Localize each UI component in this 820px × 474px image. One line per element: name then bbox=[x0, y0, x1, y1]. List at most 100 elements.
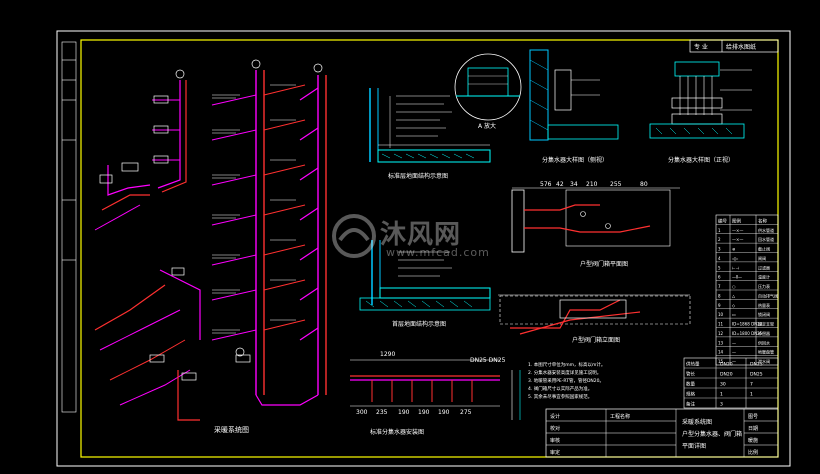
equip-cell-0-0: 供热量 bbox=[686, 361, 700, 368]
manifold-total-dim: 1290 bbox=[380, 351, 395, 358]
riser-node-markers bbox=[175, 59, 323, 357]
header-box-left: 专 业 bbox=[694, 43, 708, 51]
manifold-pipe-dim: DN25 DN25 bbox=[470, 357, 506, 364]
legend-header-0: 编号 bbox=[718, 217, 727, 224]
equip-cell-1-1: DN20 bbox=[720, 372, 733, 378]
equip-cell-0-2: DN25 bbox=[750, 362, 763, 368]
radiator-detail-label: A 放大 bbox=[478, 122, 496, 130]
legend-cell-0-2: 供水管道 bbox=[758, 227, 774, 233]
mf-dim-3: 190 bbox=[418, 409, 430, 416]
mf-dim-4: 190 bbox=[438, 409, 450, 416]
legend-cell-10-1: ID=1868 DN20 bbox=[732, 322, 763, 327]
tb-sheet-name: 户型分集水器、阀门箱 bbox=[682, 430, 742, 438]
manifold-front-title: 分集水器大样图（正视） bbox=[668, 156, 734, 164]
legend-cell-1-0: 2 bbox=[718, 237, 721, 242]
legend-cell-3-0: 4 bbox=[718, 256, 721, 261]
tb-cell-6: 暖施 bbox=[748, 437, 758, 444]
tb-project-name: 采暖系统图 bbox=[682, 418, 712, 426]
legend-header-2: 名称 bbox=[758, 217, 767, 224]
legend-cell-13-1: — bbox=[732, 350, 736, 355]
legend-cell-12-0: 13 bbox=[718, 340, 724, 345]
legend-cell-13-0: 14 bbox=[718, 350, 724, 355]
manifold-install-plan: 1290 DN25 DN25 300 235 190 190 190 275 bbox=[350, 351, 521, 420]
equip-cell-0-1: DN20 bbox=[720, 362, 733, 368]
system-diagram-title: 采暖系统图 bbox=[214, 425, 249, 434]
legend-cell-8-1: ◇ bbox=[732, 303, 736, 308]
header-box: 专 业 给排水图纸 bbox=[689, 39, 779, 53]
legend-cell-14-0: 15 bbox=[718, 359, 724, 364]
legend-cell-11-2: 补偿器 bbox=[758, 330, 770, 336]
legend-header-1: 图例 bbox=[732, 217, 741, 224]
legend-cell-12-1: — bbox=[732, 340, 736, 345]
floor-ground-title: 首层地面结构示意图 bbox=[392, 320, 446, 328]
mf-dim-5: 275 bbox=[460, 409, 472, 416]
tb-sheet-name-2: 平面详图 bbox=[682, 442, 706, 450]
legend-cell-7-1: △ bbox=[732, 293, 736, 298]
equip-cell-2-1: 30 bbox=[720, 382, 726, 388]
tb-cell-7: 比例 bbox=[748, 449, 758, 456]
note-4: 5. 其余未尽事宜参照国家规范。 bbox=[528, 393, 592, 400]
door-dim-5: 80 bbox=[640, 181, 648, 188]
door-dim-4: 255 bbox=[610, 181, 622, 188]
door-plan: 576 42 34 210 255 80 bbox=[511, 181, 680, 253]
equip-cell-4-0: 备注 bbox=[686, 401, 695, 408]
legend-cell-4-0: 5 bbox=[718, 265, 721, 270]
tb-project-tag: 工程名称 bbox=[610, 413, 630, 420]
door-plan-title: 户型阀门箱平面图 bbox=[580, 260, 628, 268]
floor-structure-ground bbox=[359, 240, 491, 311]
legend-cell-8-0: 9 bbox=[718, 303, 721, 308]
tb-cell-5: 日期 bbox=[748, 426, 758, 432]
equip-cell-1-2: DN25 bbox=[750, 372, 763, 378]
legend-cell-8-2: 热量表 bbox=[758, 302, 770, 308]
legend-cell-12-2: 供回水 bbox=[758, 339, 770, 345]
legend-cell-2-0: 3 bbox=[718, 247, 721, 252]
door-dim-3: 210 bbox=[586, 181, 598, 188]
tb-cell-0: 设计 bbox=[550, 413, 560, 420]
system-annotations bbox=[212, 84, 296, 334]
note-1: 2. 分集水器安装高度详见施工说明。 bbox=[528, 369, 601, 376]
note-3: 4. 阀门箱尺寸以实际产品为准。 bbox=[528, 385, 592, 392]
legend-cell-0-0: 1 bbox=[718, 228, 721, 233]
legend-cell-1-1: —×— bbox=[732, 237, 743, 242]
legend-cell-14-1: — bbox=[732, 359, 736, 364]
legend-cell-7-2: 自动排气阀 bbox=[758, 292, 778, 298]
equip-cell-3-1: 1 bbox=[720, 392, 723, 398]
legend-cell-4-2: 过滤器 bbox=[758, 264, 770, 270]
manifold-side-title: 分集水器大样图（侧视） bbox=[542, 156, 608, 164]
legend-cell-6-2: 压力表 bbox=[758, 283, 770, 289]
legend-cell-14-2: 泄水阀 bbox=[758, 358, 770, 364]
tb-cell-4: 图号 bbox=[748, 414, 758, 420]
note-0: 1. 本图尺寸单位为mm，标高以m计。 bbox=[528, 361, 605, 368]
system-diagram bbox=[94, 70, 327, 421]
legend-cell-5-2: 温度计 bbox=[758, 274, 770, 280]
binding-strip bbox=[61, 41, 77, 413]
title-block: 设计 校对 审核 审定 图号 日期 暖施 比例 工程名称 采暖系统图 户型分集水… bbox=[545, 408, 779, 458]
manifold-part-dimensions: 300 235 190 190 190 275 bbox=[356, 409, 472, 416]
legend-cell-9-1: ▭ bbox=[732, 312, 736, 317]
legend-cell-6-0: 7 bbox=[718, 284, 721, 289]
tb-cell-3: 审定 bbox=[550, 449, 560, 456]
legend-cell-10-0: 11 bbox=[718, 322, 724, 327]
legend-cell-9-0: 10 bbox=[718, 312, 724, 317]
door-top-dimensions: 576 42 34 210 255 80 bbox=[540, 181, 648, 188]
legend-cell-5-1: —Ⅱ— bbox=[732, 275, 742, 280]
legend-cell-7-0: 8 bbox=[718, 293, 721, 298]
radiator-detail: A 放大 bbox=[454, 53, 522, 130]
door-dim-2: 34 bbox=[570, 181, 578, 188]
outer-frame bbox=[56, 30, 791, 467]
tb-cell-2: 审核 bbox=[550, 437, 560, 444]
radiator-symbols bbox=[99, 95, 251, 381]
legend-cell-10-2: 固定支架 bbox=[758, 321, 774, 327]
door-dim-0: 576 bbox=[540, 181, 552, 188]
mf-dim-0: 300 bbox=[356, 409, 368, 416]
legend-cell-2-1: ⊗ bbox=[732, 247, 735, 252]
legend-cell-2-2: 截止阀 bbox=[758, 246, 770, 252]
legend-cell-0-1: —×— bbox=[732, 228, 743, 233]
equip-cell-2-0: 数量 bbox=[686, 381, 695, 388]
equip-cell-1-0: 管长 bbox=[686, 371, 695, 378]
equip-cell-4-1: 3 bbox=[720, 402, 723, 408]
legend-cell-1-2: 回水管道 bbox=[758, 236, 774, 242]
mf-dim-1: 235 bbox=[376, 409, 388, 416]
